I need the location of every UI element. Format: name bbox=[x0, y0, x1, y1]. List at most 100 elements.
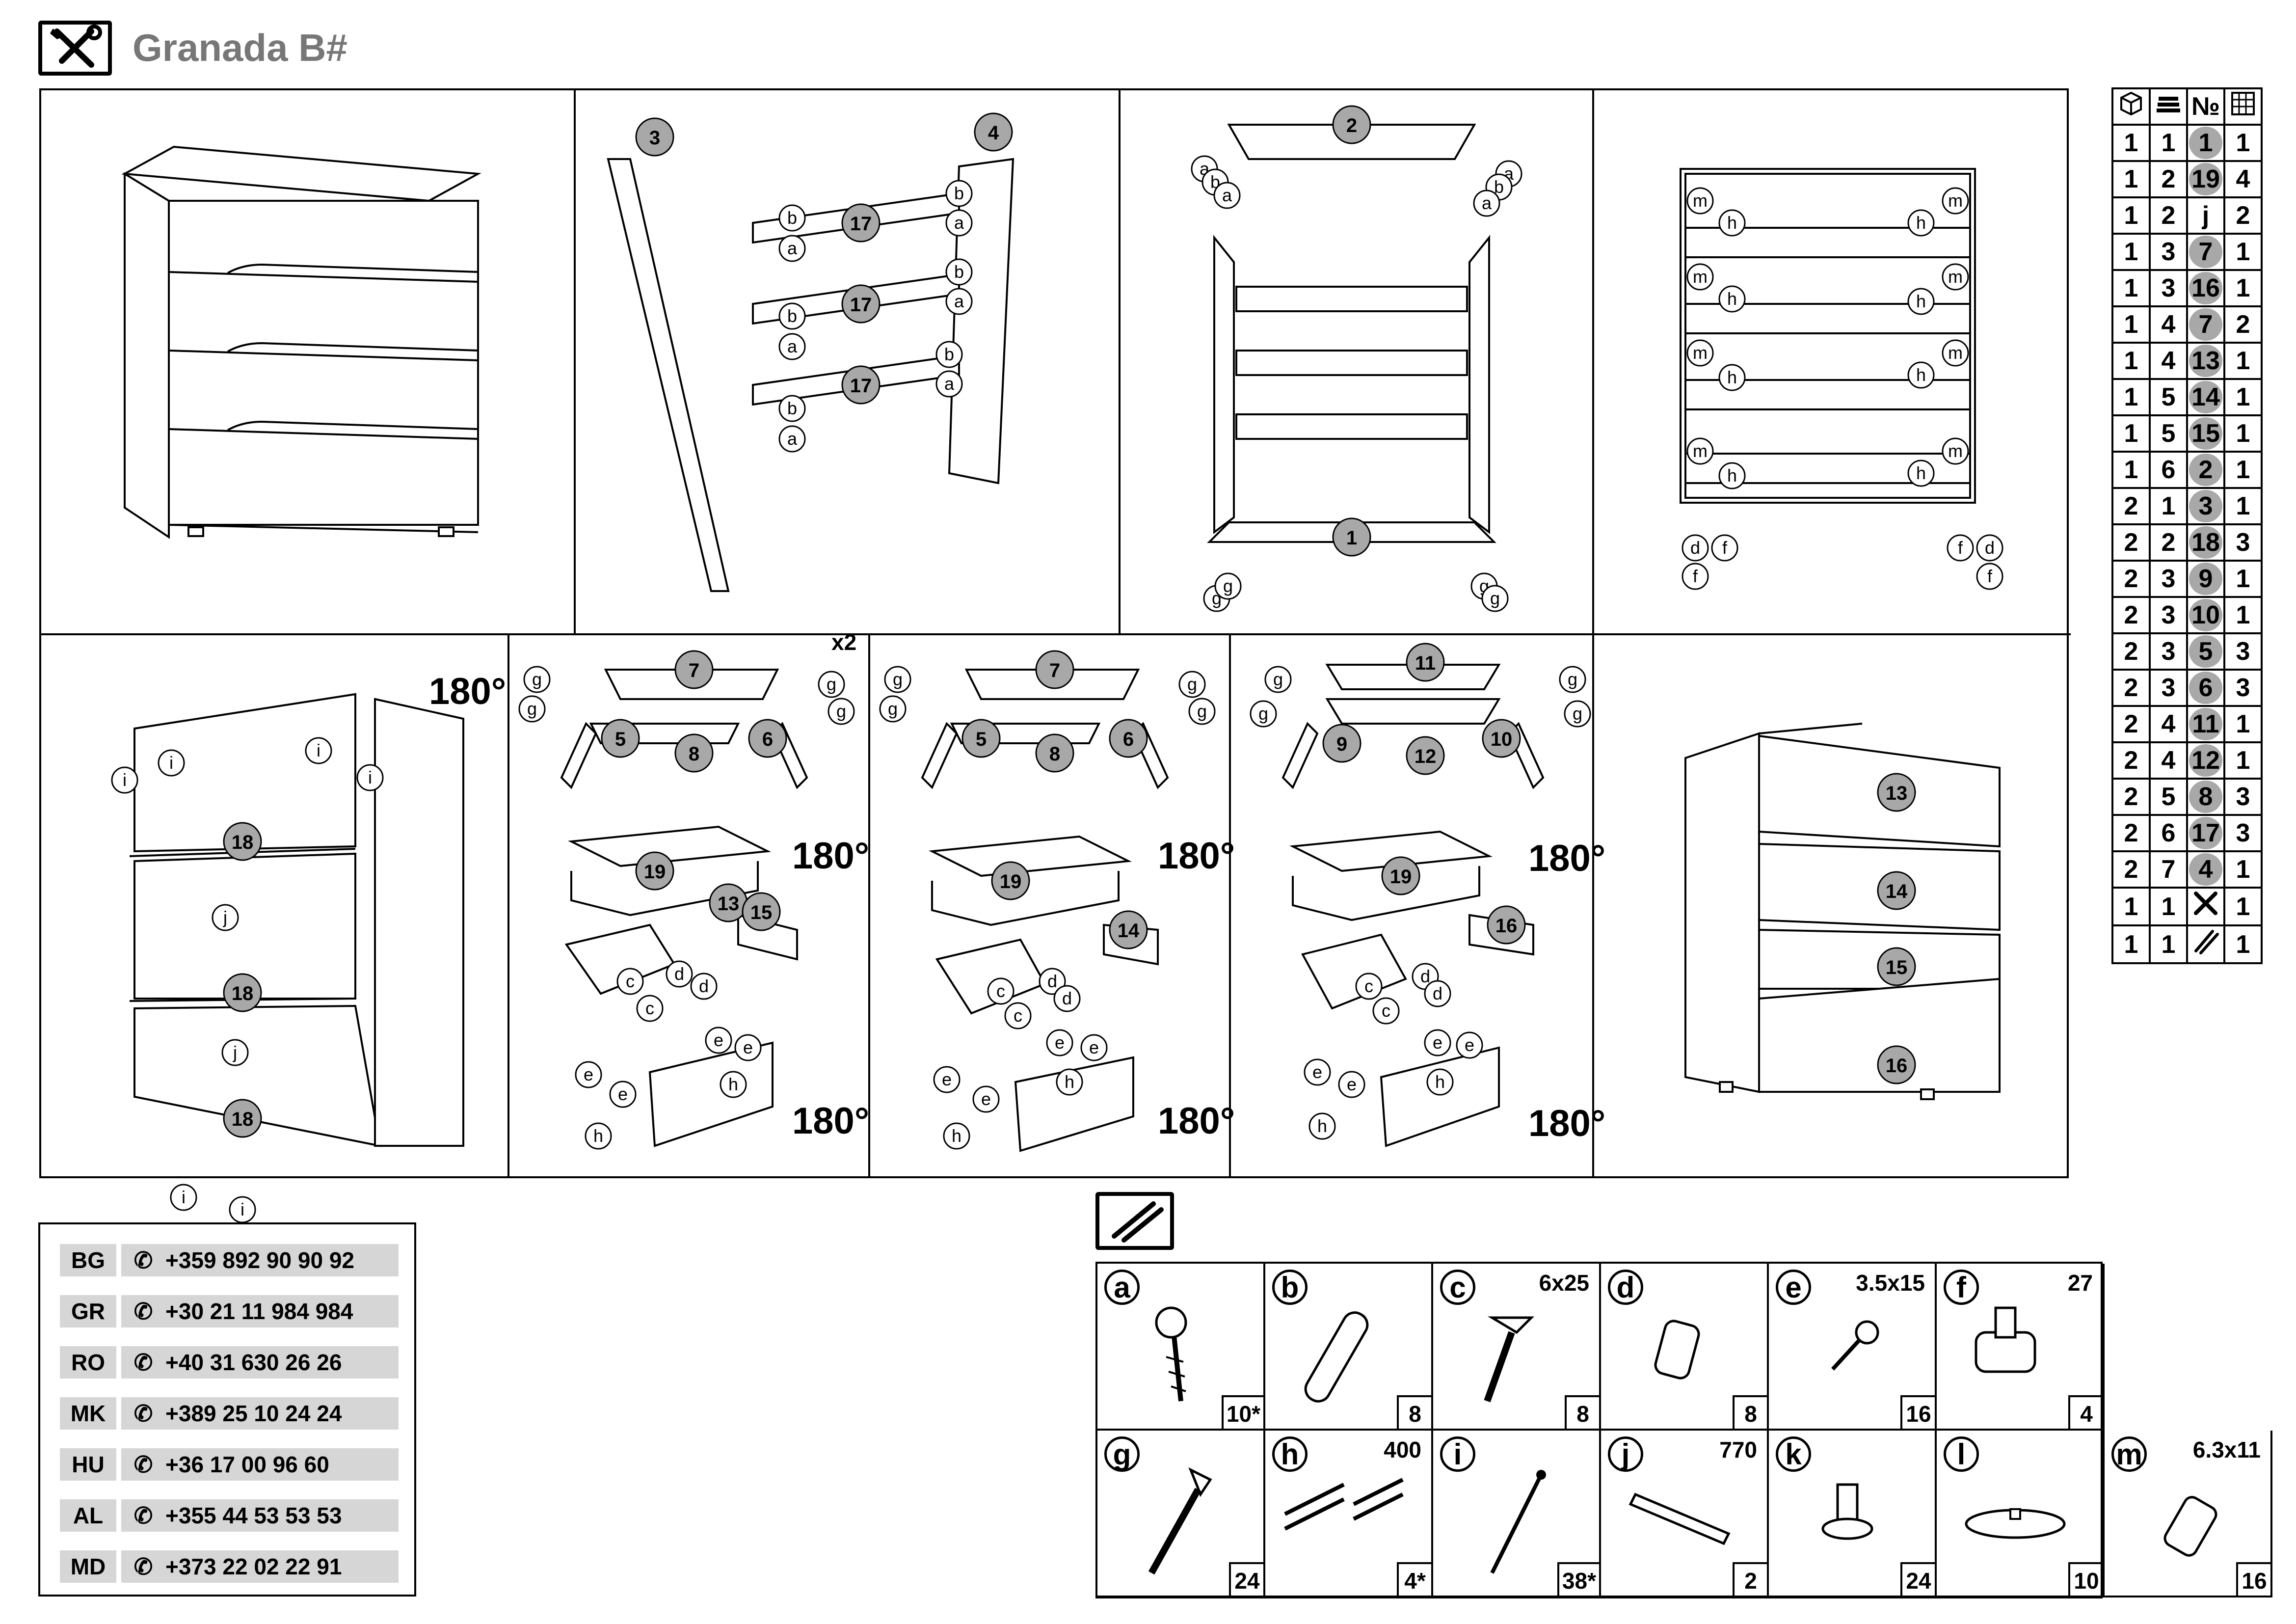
part-number-cell: 7 bbox=[2186, 233, 2225, 271]
package-cell: 2 bbox=[2111, 523, 2151, 562]
hardware-letter: j bbox=[1608, 1436, 1643, 1472]
svg-text:b: b bbox=[787, 306, 797, 326]
hardware-letter: l bbox=[1944, 1436, 1979, 1472]
svg-text:11: 11 bbox=[1415, 652, 1436, 674]
layer-cell: 7 bbox=[2149, 850, 2188, 889]
hardware-k-icon bbox=[1821, 1483, 1873, 1540]
svg-text:19: 19 bbox=[644, 861, 666, 883]
country-code: MD bbox=[60, 1550, 116, 1583]
hardware-c-icon bbox=[1484, 1316, 1535, 1403]
part-number-cell: 19 bbox=[2186, 160, 2225, 198]
hardware-quantity: 38* bbox=[1557, 1562, 1599, 1596]
quantity-cell: 1 bbox=[2223, 887, 2263, 926]
phone-icon: ✆ bbox=[133, 1247, 153, 1273]
part-17-label-c: 17 bbox=[850, 375, 872, 397]
layer-cell: 4 bbox=[2149, 741, 2188, 780]
part-17-label-a: 17 bbox=[850, 213, 872, 235]
quantity-cell: 1 bbox=[2223, 378, 2263, 416]
phone-number-box: ✆+30 21 11 984 984 bbox=[121, 1295, 399, 1327]
svg-text:h: h bbox=[1435, 1072, 1445, 1092]
quantity-cell: 1 bbox=[2223, 233, 2263, 271]
rotate-180-label-d: 180° bbox=[1158, 835, 1235, 877]
svg-text:d: d bbox=[674, 964, 684, 984]
svg-text:a: a bbox=[1222, 185, 1232, 205]
svg-text:h: h bbox=[1727, 289, 1737, 309]
svg-text:8: 8 bbox=[1049, 743, 1060, 765]
quantity-cell: 3 bbox=[2223, 632, 2263, 671]
package-cell: 1 bbox=[2111, 451, 2151, 489]
hardware-m-icon bbox=[2163, 1496, 2217, 1557]
svg-text:c: c bbox=[1014, 1005, 1022, 1026]
phone-row: BG✆+359 892 90 90 92 bbox=[60, 1244, 399, 1276]
layer-cell: 3 bbox=[2149, 560, 2188, 598]
quantity-cell: 3 bbox=[2223, 814, 2263, 852]
hardware-quantity: 4 bbox=[2068, 1395, 2103, 1429]
svg-text:c: c bbox=[645, 998, 654, 1018]
hardware-quantity: 8 bbox=[1733, 1395, 1767, 1429]
hardware-quantity: 4* bbox=[1397, 1562, 1431, 1596]
svg-text:m: m bbox=[1693, 190, 1708, 211]
svg-text:g: g bbox=[893, 669, 903, 689]
quantity-cell: 1 bbox=[2223, 850, 2263, 889]
part-18-label-b: 18 bbox=[232, 983, 254, 1004]
svg-text:g: g bbox=[1490, 588, 1500, 608]
hardware-quantity: 2 bbox=[1733, 1562, 1767, 1596]
hardware-e-icon bbox=[1831, 1320, 1879, 1371]
layer-cell: 4 bbox=[2149, 705, 2188, 743]
quantity-cell: 2 bbox=[2223, 305, 2263, 344]
rotate-180-label-e: 180° bbox=[1158, 1100, 1235, 1142]
hardware-letter: e bbox=[1776, 1270, 1811, 1305]
step-insert-drawers-drawing: 13 14 15 16 bbox=[1684, 723, 2001, 1100]
step-overview-drawing bbox=[121, 145, 481, 539]
part-3-label: 3 bbox=[649, 127, 660, 149]
quantity-cell: 1 bbox=[2223, 124, 2263, 162]
part-number-cell: 1 bbox=[2186, 124, 2225, 162]
hardware-h-icon bbox=[1284, 1478, 1404, 1531]
svg-text:f: f bbox=[1693, 566, 1698, 586]
hardware-item-i: i 38* bbox=[1433, 1431, 1601, 1597]
phone-number-box: ✆+36 17 00 96 60 bbox=[121, 1448, 399, 1481]
hardware-quantity: 10* bbox=[1221, 1395, 1263, 1429]
quantity-cell: 3 bbox=[2223, 669, 2263, 707]
hardware-letter: i bbox=[1440, 1436, 1475, 1472]
country-code: HU bbox=[60, 1448, 116, 1481]
svg-text:a: a bbox=[954, 213, 964, 233]
quantity-cell: 1 bbox=[2223, 560, 2263, 598]
svg-text:h: h bbox=[1065, 1072, 1074, 1092]
package-cell: 2 bbox=[2111, 632, 2151, 671]
part-number-cell: 7 bbox=[2186, 305, 2225, 344]
svg-text:16: 16 bbox=[1886, 1055, 1908, 1077]
hardware-letter: g bbox=[1104, 1436, 1140, 1472]
phone-icon: ✆ bbox=[133, 1299, 153, 1324]
assembly-steps-frame: 3 4 17 17 17 b a b a b a b a b a b a bbox=[39, 88, 2071, 1223]
quantity-cell: 3 bbox=[2223, 778, 2263, 816]
package-cell: 1 bbox=[2111, 887, 2151, 926]
part-number-cell: 6 bbox=[2186, 669, 2225, 707]
svg-text:i: i bbox=[317, 740, 320, 760]
layer-cell: 5 bbox=[2149, 778, 2188, 816]
svg-text:g: g bbox=[836, 701, 846, 721]
svg-text:5: 5 bbox=[615, 729, 626, 750]
svg-text:14: 14 bbox=[1886, 881, 1908, 902]
hardware-quantity: 24 bbox=[1229, 1562, 1263, 1596]
quantity-cell: 4 bbox=[2223, 160, 2263, 198]
svg-text:m: m bbox=[1948, 190, 1963, 211]
svg-text:m: m bbox=[1693, 441, 1708, 461]
page-title: Granada B# bbox=[133, 26, 347, 69]
layer-cell: 1 bbox=[2149, 924, 2188, 964]
